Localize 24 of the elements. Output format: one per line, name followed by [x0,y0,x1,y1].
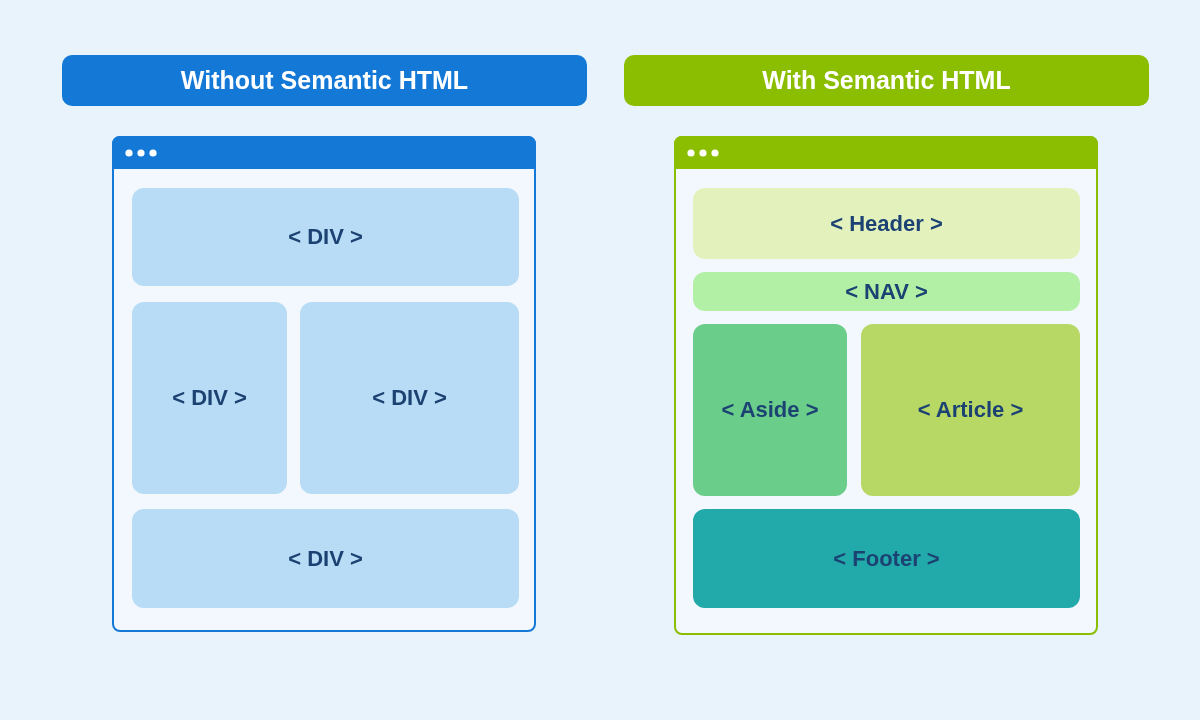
tag-label: < NAV > [845,278,928,305]
tag-label: < Footer > [833,545,940,572]
tag-label: < DIV > [172,385,247,411]
heading-banner [624,55,1149,106]
browser-window [674,136,1098,635]
heading-text: With Semantic HTML [762,66,1011,95]
layout-block [861,324,1080,496]
layout-block [132,188,519,286]
tag-label: < DIV > [288,224,363,250]
tag-label: < Header > [830,210,943,237]
tag-label: < DIV > [288,545,363,572]
layout-block [693,272,1080,311]
tag-label: < Article > [917,397,1024,423]
tag-label: < DIV > [372,385,447,411]
layout-block [693,324,847,496]
tag-label: < Aside > [721,397,819,423]
heading-text: Without Semantic HTML [180,66,469,95]
layout-block [300,302,519,494]
layout-block [132,302,287,494]
heading-banner [62,55,587,106]
layout-block [132,509,519,608]
layout-block [693,509,1080,608]
layout-block [693,188,1080,259]
browser-window [112,136,536,632]
